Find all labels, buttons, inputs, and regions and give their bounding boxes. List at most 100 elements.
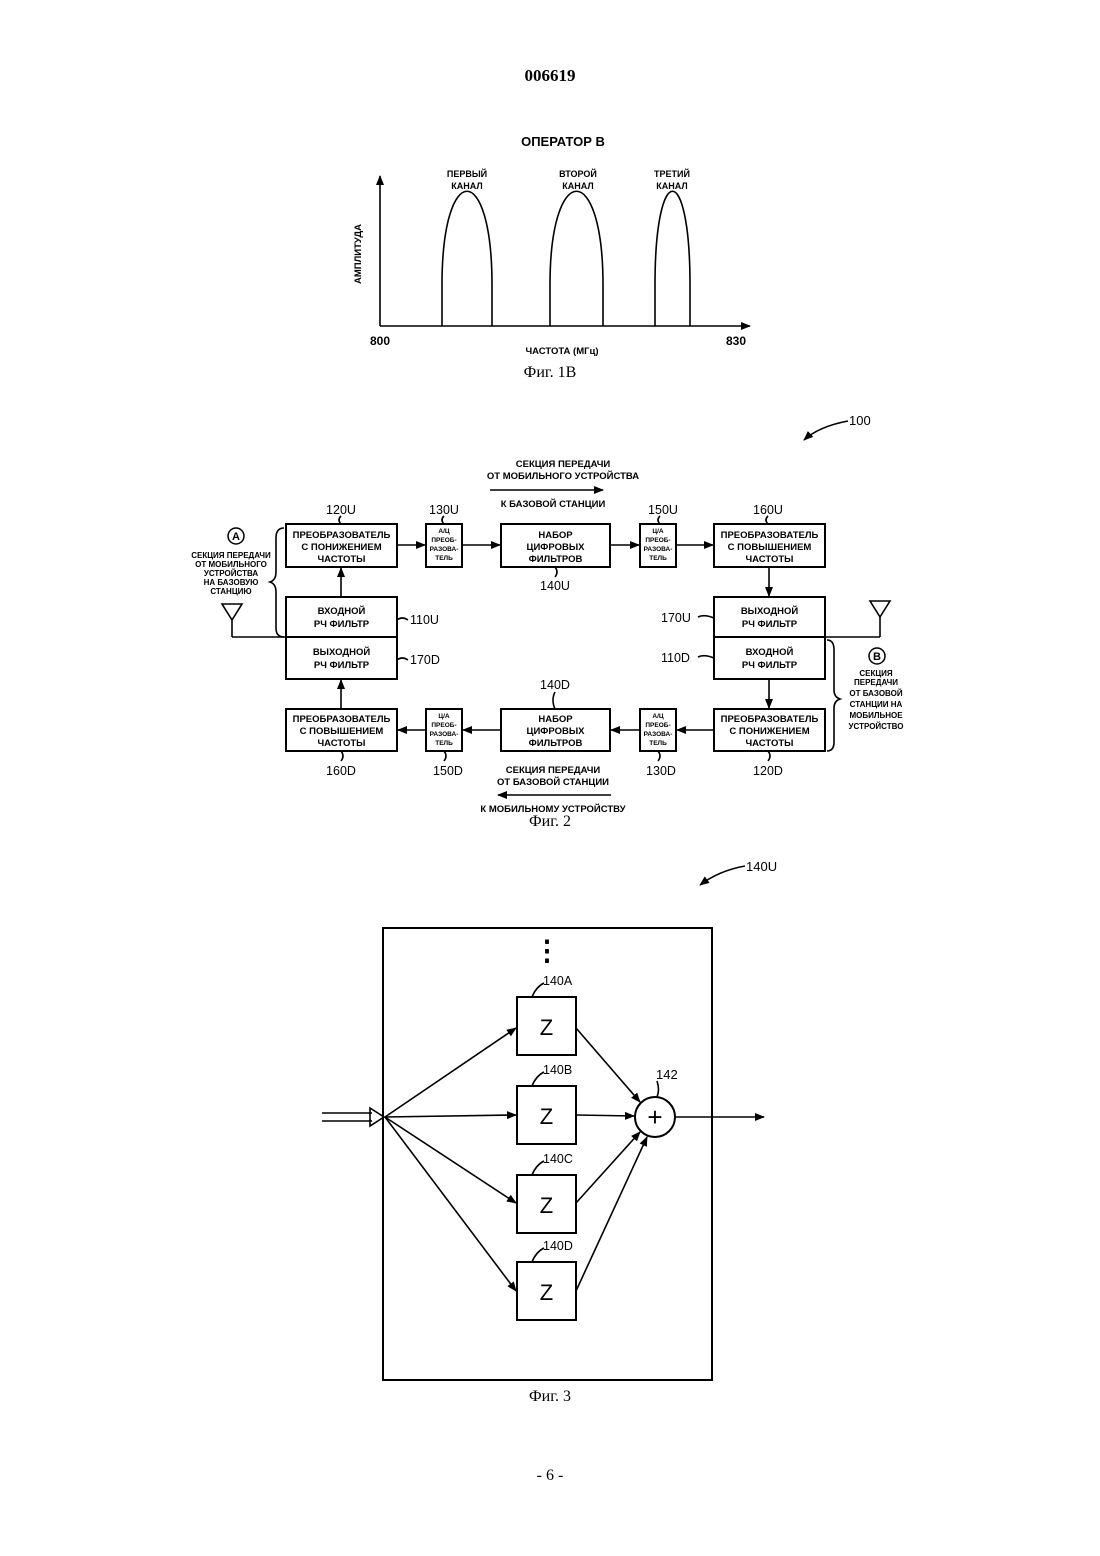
fig2-ref-arrow — [804, 421, 848, 440]
block-160D-leader — [341, 751, 343, 761]
fig1b-caption: Фиг. 1В — [0, 364, 1100, 382]
block-160D-line2: С ПОВЫШЕНИЕМ — [300, 726, 384, 737]
block-120D-line2: С ПОНИЖЕНИЕМ — [729, 726, 809, 737]
fig3-ref-arrow — [700, 866, 745, 885]
block-120U-line1: ПРЕОБРАЗОВАТЕЛЬ — [293, 530, 391, 541]
block-140U: НАБОР ЦИФРОВЫХ ФИЛЬТРОВ 140U — [501, 524, 610, 593]
block-150D-line4: ТЕЛЬ — [435, 740, 453, 747]
channel3-spectrum — [655, 191, 690, 326]
block-170U-ref: 170U — [661, 611, 691, 625]
block-150D-line2: ПРЕОБ- — [431, 722, 456, 729]
adder-ref: 142 — [656, 1067, 678, 1082]
channel2-spectrum — [550, 191, 603, 326]
block-130U: А/Ц ПРЕОБ- РАЗОВА- ТЕЛЬ 130U — [426, 503, 462, 567]
channel3-label-line1: ТРЕТИЙ — [654, 168, 690, 179]
fig1b-y-label: АМПЛИТУДА — [353, 224, 364, 284]
block-120U-line2: С ПОНИЖЕНИЕМ — [301, 542, 381, 553]
fanin-arrow-b — [576, 1115, 634, 1116]
block-110D: ВХОДНОЙ РЧ ФИЛЬТР 110D — [661, 637, 825, 679]
note-b-line5: МОБИЛЬНОЕ — [849, 711, 903, 720]
block-130D-leader — [658, 751, 660, 761]
channel1-label-line2: КАНАЛ — [451, 181, 482, 191]
block-150D: Ц/А ПРЕОБ- РАЗОВА- ТЕЛЬ 150D — [426, 709, 463, 778]
block-130U-line1: А/Ц — [438, 528, 450, 535]
block-110D-line2: РЧ ФИЛЬТР — [742, 660, 798, 671]
block-120U-ref: 120U — [326, 503, 356, 517]
block-150D-line3: РАЗОВА- — [430, 731, 459, 738]
block-150U-ref: 150U — [648, 503, 678, 517]
block-120D-ref: 120D — [753, 764, 783, 778]
marker-a: А — [228, 528, 244, 544]
block-120U: ПРЕОБРАЗОВАТЕЛЬ С ПОНИЖЕНИЕМ ЧАСТОТЫ 120… — [286, 503, 397, 567]
note-b-line2: ПЕРЕДАЧИ — [854, 678, 898, 687]
channel2-label-line1: ВТОРОЙ — [559, 168, 597, 179]
block-130U-line2: ПРЕОБ- — [431, 537, 456, 544]
block-160D-line3: ЧАСТОТЫ — [318, 738, 366, 749]
channel1-label-line1: ПЕРВЫЙ — [447, 168, 487, 179]
block-130D-line4: ТЕЛЬ — [649, 740, 667, 747]
note-b-line1: СЕКЦИЯ — [859, 669, 893, 678]
fig1b-x-label: ЧАСТОТА (МГц) — [525, 346, 598, 357]
block-110U-ref: 110U — [410, 613, 439, 627]
block-140U-ref: 140U — [540, 579, 570, 593]
downlink-header-line2: ОТ БАЗОВОЙ СТАНЦИИ — [497, 776, 609, 788]
bracket-b — [827, 640, 840, 751]
block-130U-line4: ТЕЛЬ — [435, 555, 453, 562]
block-110D-line1: ВХОДНОЙ — [746, 646, 794, 658]
block-160U-line3: ЧАСТОТЫ — [746, 554, 794, 565]
block-160D-line1: ПРЕОБРАЗОВАТЕЛЬ — [293, 714, 391, 725]
block-140U-line1: НАБОР — [538, 530, 573, 541]
block-150U: Ц/А ПРЕОБ- РАЗОВА- ТЕЛЬ 150U — [640, 503, 678, 567]
block-110D-leader — [698, 656, 714, 658]
block-140D-ref: 140D — [540, 678, 570, 692]
antenna-right-icon — [825, 601, 890, 637]
delay-140D-label: Z — [540, 1280, 553, 1305]
block-120U-line3: ЧАСТОТЫ — [318, 554, 366, 565]
uplink-header-line2: ОТ МОБИЛЬНОГО УСТРОЙСТВА — [487, 470, 639, 482]
block-160U-line1: ПРЕОБРАЗОВАТЕЛЬ — [721, 530, 819, 541]
delay-140C-label: Z — [540, 1193, 553, 1218]
block-170U: ВЫХОДНОЙ РЧ ФИЛЬТР 170U — [661, 597, 825, 637]
block-130D: А/Ц ПРЕОБ- РАЗОВА- ТЕЛЬ 130D — [640, 709, 676, 778]
block-120D-line1: ПРЕОБРАЗОВАТЕЛЬ — [721, 714, 819, 725]
fig1b-chart: ОПЕРАТОР В АМПЛИТУДА 800 830 ЧАСТОТА (МГ… — [353, 134, 750, 357]
block-110U-line1: ВХОДНОЙ — [318, 605, 366, 617]
block-130U-leader — [442, 516, 444, 524]
fig2-diagram: 100 СЕКЦИЯ ПЕРЕДАЧИ ОТ МОБИЛЬНОГО УСТРОЙ… — [191, 413, 903, 815]
block-110U-leader — [397, 618, 408, 620]
block-160D-ref: 160D — [326, 764, 356, 778]
channel1-spectrum — [442, 191, 492, 326]
block-140D: НАБОР ЦИФРОВЫХ ФИЛЬТРОВ 140D — [501, 678, 610, 751]
block-110U-line2: РЧ ФИЛЬТР — [314, 619, 370, 630]
fig1b-x-start: 800 — [370, 334, 390, 348]
block-130U-ref: 130U — [429, 503, 459, 517]
note-b-line4: СТАНЦИИ НА — [850, 700, 903, 709]
delay-140B-ref: 140B — [543, 1063, 572, 1077]
delay-140A-ref: 140A — [543, 974, 573, 988]
block-170D-ref: 170D — [410, 653, 440, 667]
block-170D-line2: РЧ ФИЛЬТР — [314, 660, 370, 671]
uplink-header-line1: СЕКЦИЯ ПЕРЕДАЧИ — [516, 459, 611, 470]
block-170D-line1: ВЫХОДНОЙ — [313, 646, 371, 658]
block-110U: ВХОДНОЙ РЧ ФИЛЬТР 110U — [286, 597, 439, 637]
delay-140C-ref: 140C — [543, 1152, 573, 1166]
block-150U-line4: ТЕЛЬ — [649, 555, 667, 562]
block-170U-line1: ВЫХОДНОЙ — [741, 605, 799, 617]
block-120U-leader — [339, 516, 341, 524]
block-150U-line2: ПРЕОБ- — [645, 537, 670, 544]
block-130D-line1: А/Ц — [652, 713, 664, 720]
note-a-line5: СТАНЦИЮ — [210, 587, 251, 596]
block-170U-leader — [698, 616, 714, 618]
block-150U-line1: Ц/А — [652, 528, 664, 535]
block-160U-leader — [766, 516, 768, 524]
block-170D: ВЫХОДНОЙ РЧ ФИЛЬТР 170D — [286, 637, 440, 679]
adder-icon: + — [635, 1097, 675, 1137]
block-140U-line3: ФИЛЬТРОВ — [529, 554, 583, 565]
note-a-line4: НА БАЗОВУЮ — [204, 578, 259, 587]
fig1b-title: ОПЕРАТОР В — [521, 134, 605, 149]
block-130D-line3: РАЗОВА- — [644, 731, 673, 738]
fig3-ellipsis: ⋮ — [533, 935, 561, 966]
uplink-header-line3: К БАЗОВОЙ СТАНЦИИ — [501, 498, 606, 510]
block-160U-line2: С ПОВЫШЕНИЕМ — [728, 542, 812, 553]
